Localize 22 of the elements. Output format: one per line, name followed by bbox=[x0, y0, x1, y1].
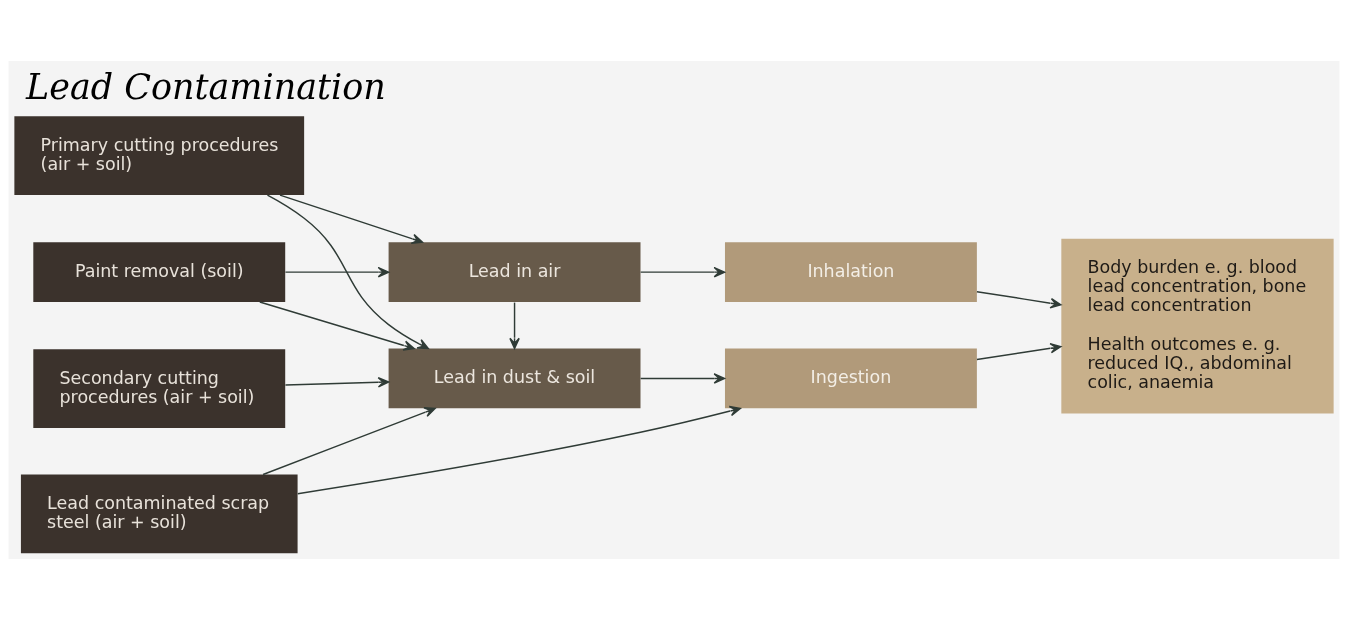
node-box: Paint removal (soil) bbox=[33, 242, 286, 302]
arrow bbox=[297, 405, 742, 495]
arrow bbox=[976, 290, 1062, 309]
arrow bbox=[279, 194, 424, 244]
node-box: Lead contaminated scrap steel (air + soil) bbox=[20, 474, 298, 554]
node-box: Inhalation bbox=[724, 242, 977, 302]
node-box: Ingestion bbox=[724, 348, 977, 409]
arrow bbox=[639, 266, 726, 278]
node-box: Secondary cutting procedures (air + soil) bbox=[33, 349, 286, 428]
node-box: Lead in air bbox=[388, 242, 641, 302]
arrow bbox=[262, 407, 436, 476]
arrow bbox=[284, 266, 390, 278]
arrow bbox=[639, 373, 726, 384]
arrow bbox=[259, 301, 415, 351]
arrow bbox=[509, 301, 520, 350]
diagram-title: Lead Contamination bbox=[26, 67, 386, 108]
arrow bbox=[266, 194, 429, 350]
node-box: Body burden e. g. blood lead concentration, bone lead concentration Health outcomes e. g. reduced IQ., abdominal colic, anaemia bbox=[1061, 238, 1334, 414]
arrow bbox=[284, 377, 390, 388]
node-box: Lead in dust & soil bbox=[388, 348, 641, 409]
node-box: Primary cutting procedures (air + soil) bbox=[14, 116, 305, 195]
arrow bbox=[976, 342, 1062, 361]
